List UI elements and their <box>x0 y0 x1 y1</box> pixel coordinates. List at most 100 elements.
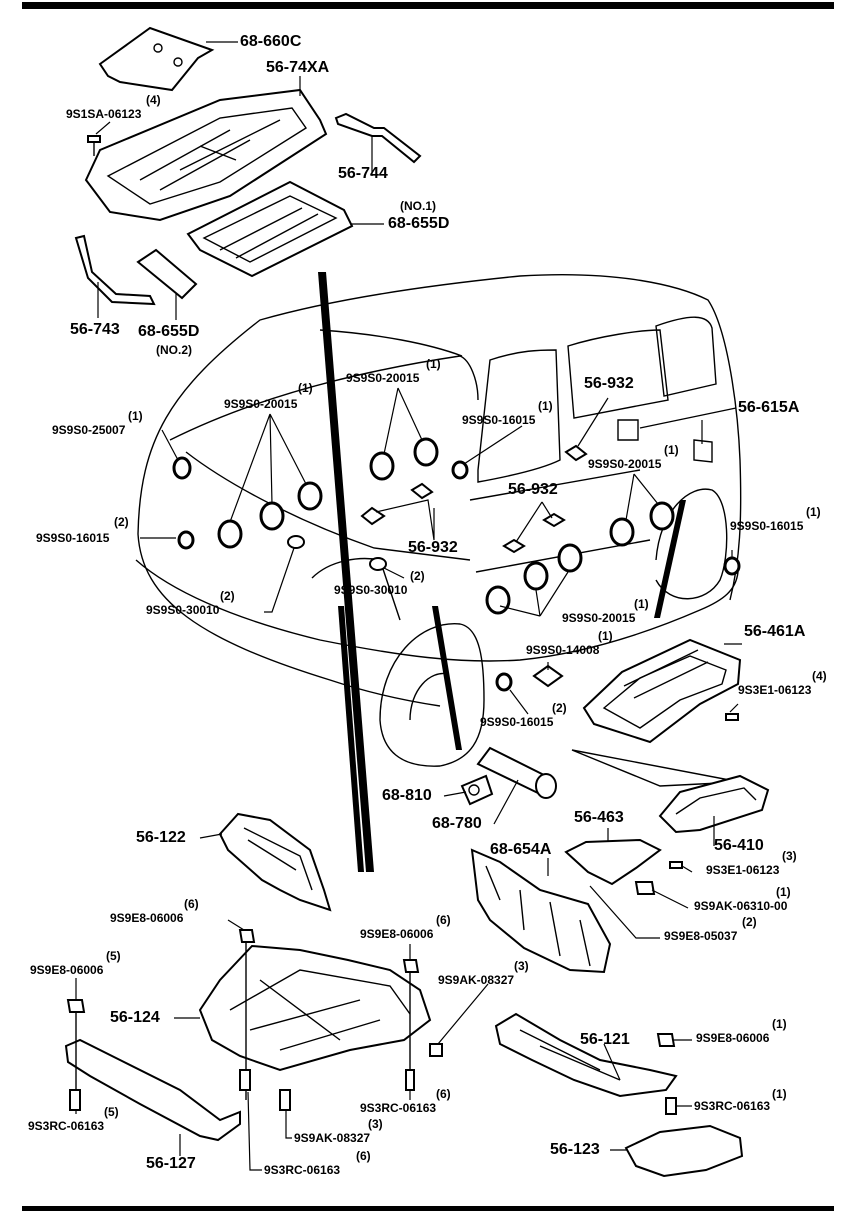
label-9S9E8-06006-d: 9S9E8-06006 <box>696 1031 770 1045</box>
label-9S9S0-14008: 9S9S0-14008 <box>526 643 600 657</box>
label-9S3E1-06123-a: 9S3E1-06123 <box>738 683 812 697</box>
label-56-121: 56-121 <box>580 1031 630 1048</box>
label-56-122: 56-122 <box>136 829 186 846</box>
top-border <box>22 2 834 9</box>
bracket-56-744 <box>334 112 422 164</box>
label-qty-9S3RC-06163-c: (1) <box>772 1087 787 1101</box>
label-qty-9S3RC-06163-d: (6) <box>356 1149 371 1163</box>
label-9S3RC-06163-b: 9S3RC-06163 <box>28 1119 105 1133</box>
grommets <box>172 437 741 692</box>
label-qty-9S3RC-06163-b: (5) <box>104 1105 119 1119</box>
label-56-123: 56-123 <box>550 1141 600 1158</box>
panel-68-655D-no1 <box>186 180 354 278</box>
label-9S9S0-20015-d: 9S9S0-20015 <box>562 611 636 625</box>
label-56-743: 56-743 <box>70 321 120 338</box>
label-qty-9S9S0-16015-c: (2) <box>114 515 129 529</box>
label-56-463: 56-463 <box>574 809 624 826</box>
label-9S9S0-30010-a: 9S9S0-30010 <box>334 583 408 597</box>
label-qty-9S9S0-30010-b: (2) <box>220 589 235 603</box>
label-9S3RC-06163-d: 9S3RC-06163 <box>264 1163 341 1177</box>
label-qty-9S9S0-20015-a: (1) <box>298 381 313 395</box>
label-9S3RC-06163-a: 9S3RC-06163 <box>360 1101 437 1115</box>
label-9S9S0-25007: 9S9S0-25007 <box>52 423 126 437</box>
label-56-124: 56-124 <box>110 1009 160 1026</box>
shield-56-463 <box>564 838 662 886</box>
label-qty-9S9S0-16015-d: (2) <box>552 701 567 715</box>
label-68-660C: 68-660C <box>240 33 302 50</box>
label-qty-9S3E1-06123-a: (4) <box>812 669 827 683</box>
bracket-56-743 <box>74 234 156 306</box>
label-56-127: 56-127 <box>146 1155 196 1172</box>
van-body <box>135 274 742 767</box>
label-qty-9S9S0-20015-c: (1) <box>664 443 679 457</box>
label-9S9S0-16015-c: 9S9S0-16015 <box>36 531 110 545</box>
label-qty-9S9S0-30010-a: (2) <box>410 569 425 583</box>
leader-lines <box>75 41 742 1171</box>
label-68-655D-no2: 68-655D <box>138 323 200 340</box>
label-68-654A: 68-654A <box>490 841 552 858</box>
label-56-744: 56-744 <box>338 165 388 182</box>
label-9S9AK-08327-a: 9S9AK-08327 <box>438 973 515 987</box>
panel-56-74XA <box>84 88 328 222</box>
label-56-932-b: 56-932 <box>508 481 558 498</box>
shield-56-461A <box>582 638 742 744</box>
label-qty-9S9E8-06006-b: (6) <box>436 913 451 927</box>
label-9S9E8-06006-c: 9S9E8-06006 <box>30 963 104 977</box>
shield-56-410 <box>658 774 770 834</box>
label-9S9S0-20015-b: 9S9S0-20015 <box>346 371 420 385</box>
label-56-410: 56-410 <box>714 837 764 854</box>
label-9S1SA-06123: 9S1SA-06123 <box>66 107 142 121</box>
exhaust-pipe <box>460 746 557 806</box>
label-qty-9S1SA-06123: (4) <box>146 93 161 107</box>
label-qty-9S9S0-16015-a: (1) <box>538 399 553 413</box>
label-qty-9S9E8-06006-c: (5) <box>106 949 121 963</box>
cover-56-127 <box>64 1038 241 1142</box>
label-56-461A: 56-461A <box>744 623 806 640</box>
label-qty-9S9E8-06006-d: (1) <box>772 1017 787 1031</box>
label-9S9AK-08327-b: 9S9AK-08327 <box>294 1131 371 1145</box>
cover-68-660C <box>98 26 215 92</box>
label-qty-68-655D-no1: (NO.1) <box>400 199 436 213</box>
cover-56-123 <box>624 1124 744 1178</box>
label-qty-9S9AK-06310-00: (1) <box>776 885 791 899</box>
separator-bar-3 <box>432 606 462 750</box>
separator-bar-1 <box>318 272 374 872</box>
label-9S9S0-20015-a: 9S9S0-20015 <box>224 397 298 411</box>
label-68-780: 68-780 <box>432 815 482 832</box>
label-9S9S0-16015-d: 9S9S0-16015 <box>480 715 554 729</box>
label-qty-9S9S0-14008: (1) <box>598 629 613 643</box>
label-9S9E8-05037: 9S9E8-05037 <box>664 929 738 943</box>
separator-bar-4 <box>654 500 686 618</box>
label-9S9E8-06006-b: 9S9E8-06006 <box>360 927 434 941</box>
label-9S9AK-06310-00: 9S9AK-06310-00 <box>694 899 788 913</box>
label-qty-68-655D-no2: (NO.2) <box>156 343 192 357</box>
label-9S3RC-06163-c: 9S3RC-06163 <box>694 1099 771 1113</box>
label-9S9S0-20015-c: 9S9S0-20015 <box>588 457 662 471</box>
label-9S9S0-16015-a: 9S9S0-16015 <box>462 413 536 427</box>
shield-68-654A <box>470 848 612 974</box>
label-68-655D-no1: 68-655D <box>388 215 450 232</box>
label-qty-9S3E1-06123-b: (3) <box>782 849 797 863</box>
label-9S9S0-16015-b: 9S9S0-16015 <box>730 519 804 533</box>
label-68-810: 68-810 <box>382 787 432 804</box>
label-56-932-c: 56-932 <box>408 539 458 556</box>
label-56-932-a: 56-932 <box>584 375 634 392</box>
label-qty-9S9S0-20015-b: (1) <box>426 357 441 371</box>
label-qty-9S9S0-16015-b: (1) <box>806 505 821 519</box>
bolts <box>66 135 739 1115</box>
label-qty-9S9E8-05037: (2) <box>742 915 757 929</box>
separator-bar-2 <box>338 606 364 872</box>
label-9S9E8-06006-a: 9S9E8-06006 <box>110 911 184 925</box>
label-qty-9S9AK-08327-b: (3) <box>368 1117 383 1131</box>
shield-outline-line <box>571 749 741 787</box>
label-qty-9S9E8-06006-a: (6) <box>184 897 199 911</box>
label-9S3E1-06123-b: 9S3E1-06123 <box>706 863 780 877</box>
cover-56-121 <box>494 1012 678 1098</box>
label-qty-9S3RC-06163-a: (6) <box>436 1087 451 1101</box>
label-qty-9S9S0-20015-d: (1) <box>634 597 649 611</box>
cover-56-124 <box>198 944 432 1072</box>
pad-68-655D-no2 <box>136 248 198 300</box>
label-56-74XA: 56-74XA <box>266 59 330 76</box>
label-qty-9S9S0-25007: (1) <box>128 409 143 423</box>
